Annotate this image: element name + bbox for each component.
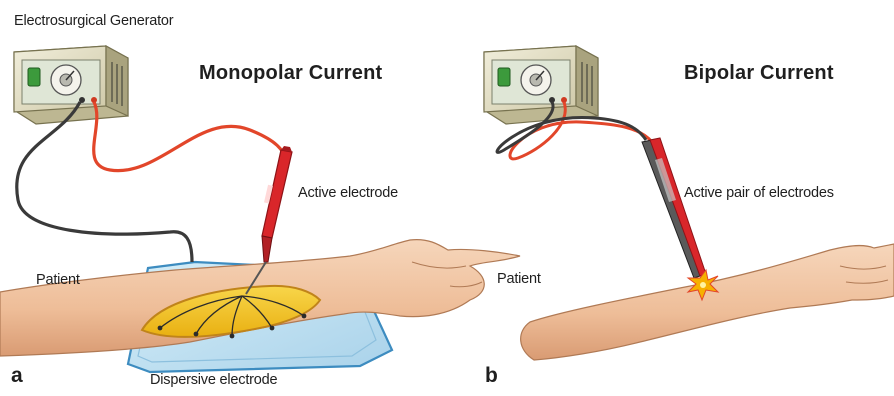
- patient-arm-b: [521, 244, 894, 360]
- power-switch-icon: [28, 68, 40, 86]
- patient-label-a: Patient: [36, 272, 80, 288]
- power-switch-icon: [498, 68, 510, 86]
- panel-label-b: b: [485, 364, 498, 388]
- black-return-wire: [17, 102, 192, 262]
- bipolar-forceps: [642, 138, 706, 278]
- panel-label-a: a: [11, 364, 23, 388]
- bipolar-title: Bipolar Current: [684, 62, 834, 85]
- monopolar-title: Monopolar Current: [199, 62, 382, 85]
- active-electrode-label: Active electrode: [298, 185, 398, 201]
- generator-device-b: [484, 46, 598, 124]
- dispersive-electrode-label: Dispersive electrode: [150, 372, 277, 388]
- patient-label-b: Patient: [497, 271, 541, 287]
- active-pair-label: Active pair of electrodes: [684, 185, 834, 201]
- generator-label: Electrosurgical Generator: [14, 13, 173, 29]
- generator-device-a: [14, 46, 128, 124]
